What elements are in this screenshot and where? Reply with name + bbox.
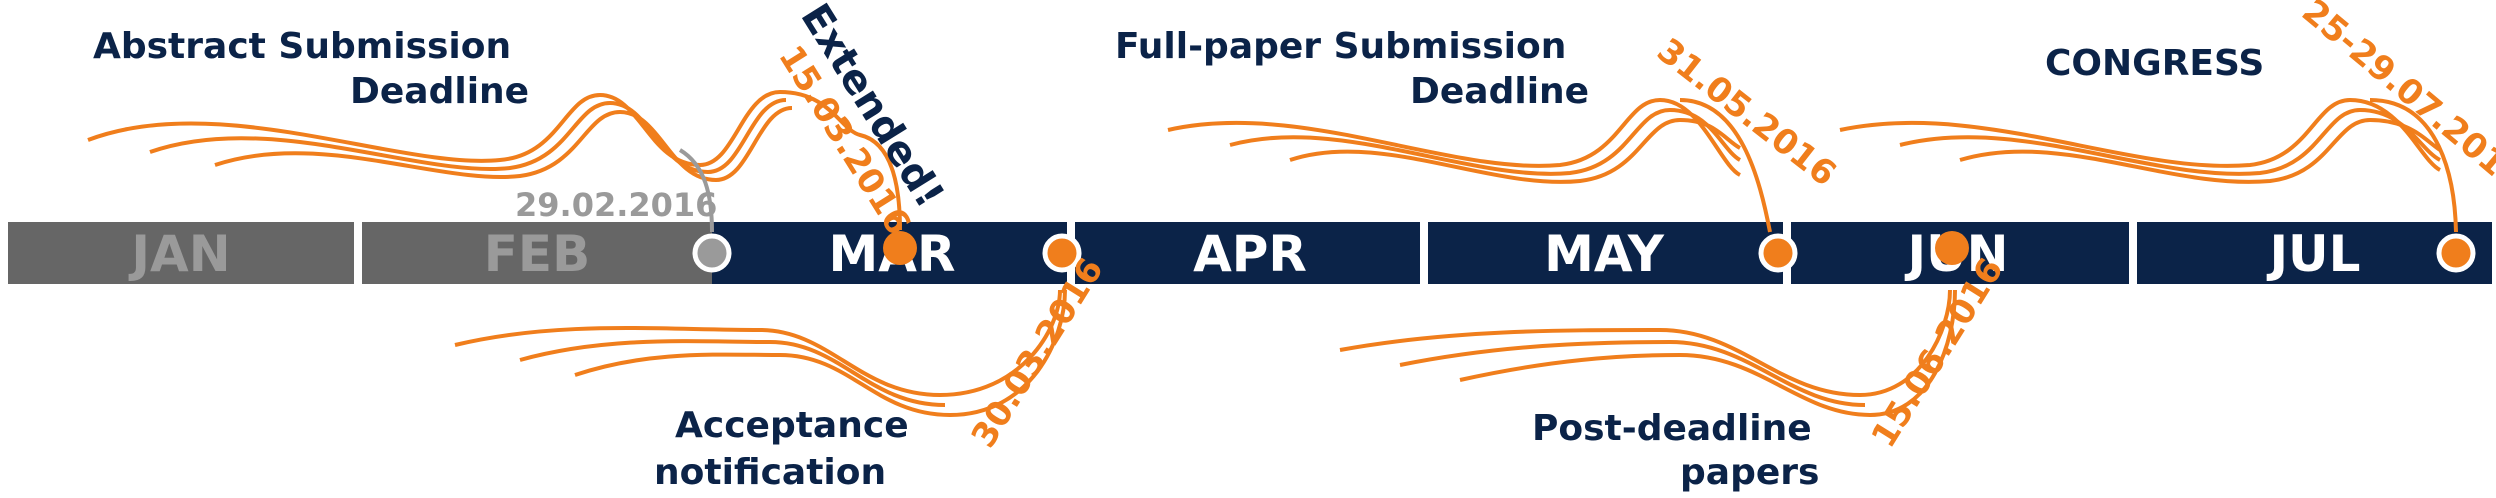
wave-acceptance	[454, 289, 1067, 418]
label-congress: CONGRESS	[2045, 43, 2264, 84]
label-acceptance-line1: Acceptance	[675, 405, 909, 446]
date-congress: 25-29.07.2016	[2294, 0, 2496, 200]
month-label-jan: JAN	[128, 225, 230, 283]
month-label-jul: JUL	[2266, 225, 2360, 283]
wave-abstract	[87, 90, 902, 231]
month-label-apr: APR	[1193, 225, 1307, 283]
label-postdeadline-line2: papers	[1680, 452, 1819, 493]
markers	[692, 231, 2476, 273]
label-abstract-line2: Deadline	[350, 71, 529, 112]
month-segment-apr	[1075, 222, 1420, 284]
marker-acceptance	[1042, 233, 1082, 273]
month-bar: JAN FEB MAR APR MAY JUN JUL	[8, 222, 2492, 284]
month-label-may: MAY	[1544, 225, 1665, 283]
original-deadline-connector	[678, 148, 714, 233]
date-abstract-original: 29.02.2016	[515, 186, 717, 224]
wave-congress	[1839, 97, 2458, 233]
month-segment-feb	[362, 222, 712, 284]
month-segment-may	[1428, 222, 1783, 284]
month-segment-jan	[8, 222, 354, 284]
wave-fullpaper	[1167, 97, 1772, 233]
marker-abstract-extended	[883, 231, 917, 265]
label-fullpaper-line1: Full-paper Submission	[1115, 26, 1566, 67]
label-postdeadline-line1: Post-deadline	[1532, 408, 1812, 449]
label-abstract-line1: Abstract Submission	[93, 26, 511, 67]
label-fullpaper-line2: Deadline	[1410, 71, 1589, 112]
label-acceptance-line2: notification	[654, 452, 886, 493]
marker-postdeadline	[1935, 231, 1969, 265]
month-segment-jul	[2137, 222, 2492, 284]
month-label-feb: FEB	[484, 225, 590, 283]
wave-postdeadline	[1339, 289, 1957, 418]
marker-original-deadline	[692, 233, 732, 273]
marker-fullpaper	[1758, 233, 1798, 273]
marker-congress	[2436, 233, 2476, 273]
